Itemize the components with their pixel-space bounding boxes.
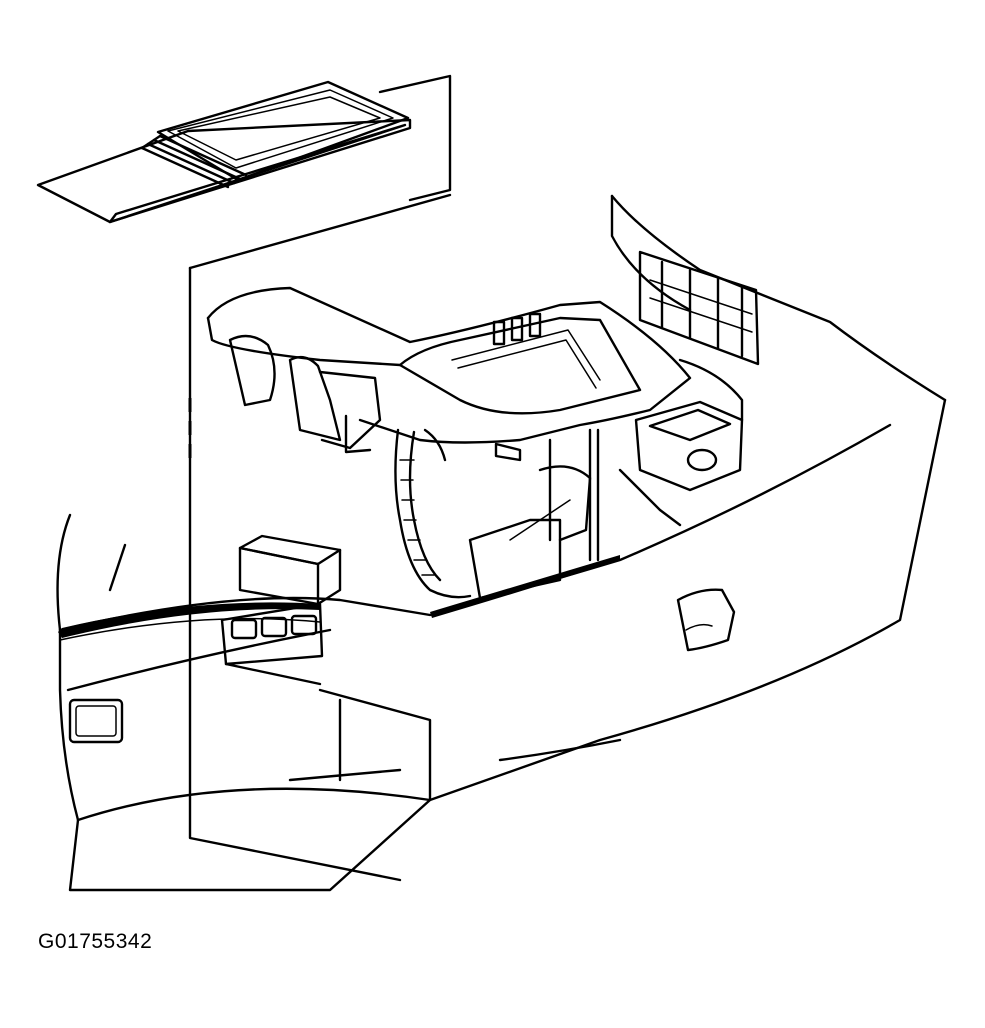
figure-id: G01755342 — [38, 930, 153, 953]
shifter-area — [468, 465, 682, 600]
console-bracket — [206, 286, 692, 462]
cup-holder-tray — [634, 358, 744, 492]
lid-clips — [140, 134, 248, 189]
switch-module — [220, 534, 342, 686]
wiring-harness — [394, 428, 472, 599]
trim-panel-inset — [36, 74, 452, 224]
rear-vent-grille — [638, 250, 760, 366]
background-panel — [188, 193, 452, 882]
lower-trim-plate — [288, 688, 432, 802]
support-posts — [548, 428, 600, 562]
bracket-tabs — [492, 312, 542, 346]
outline-accents — [58, 555, 620, 638]
